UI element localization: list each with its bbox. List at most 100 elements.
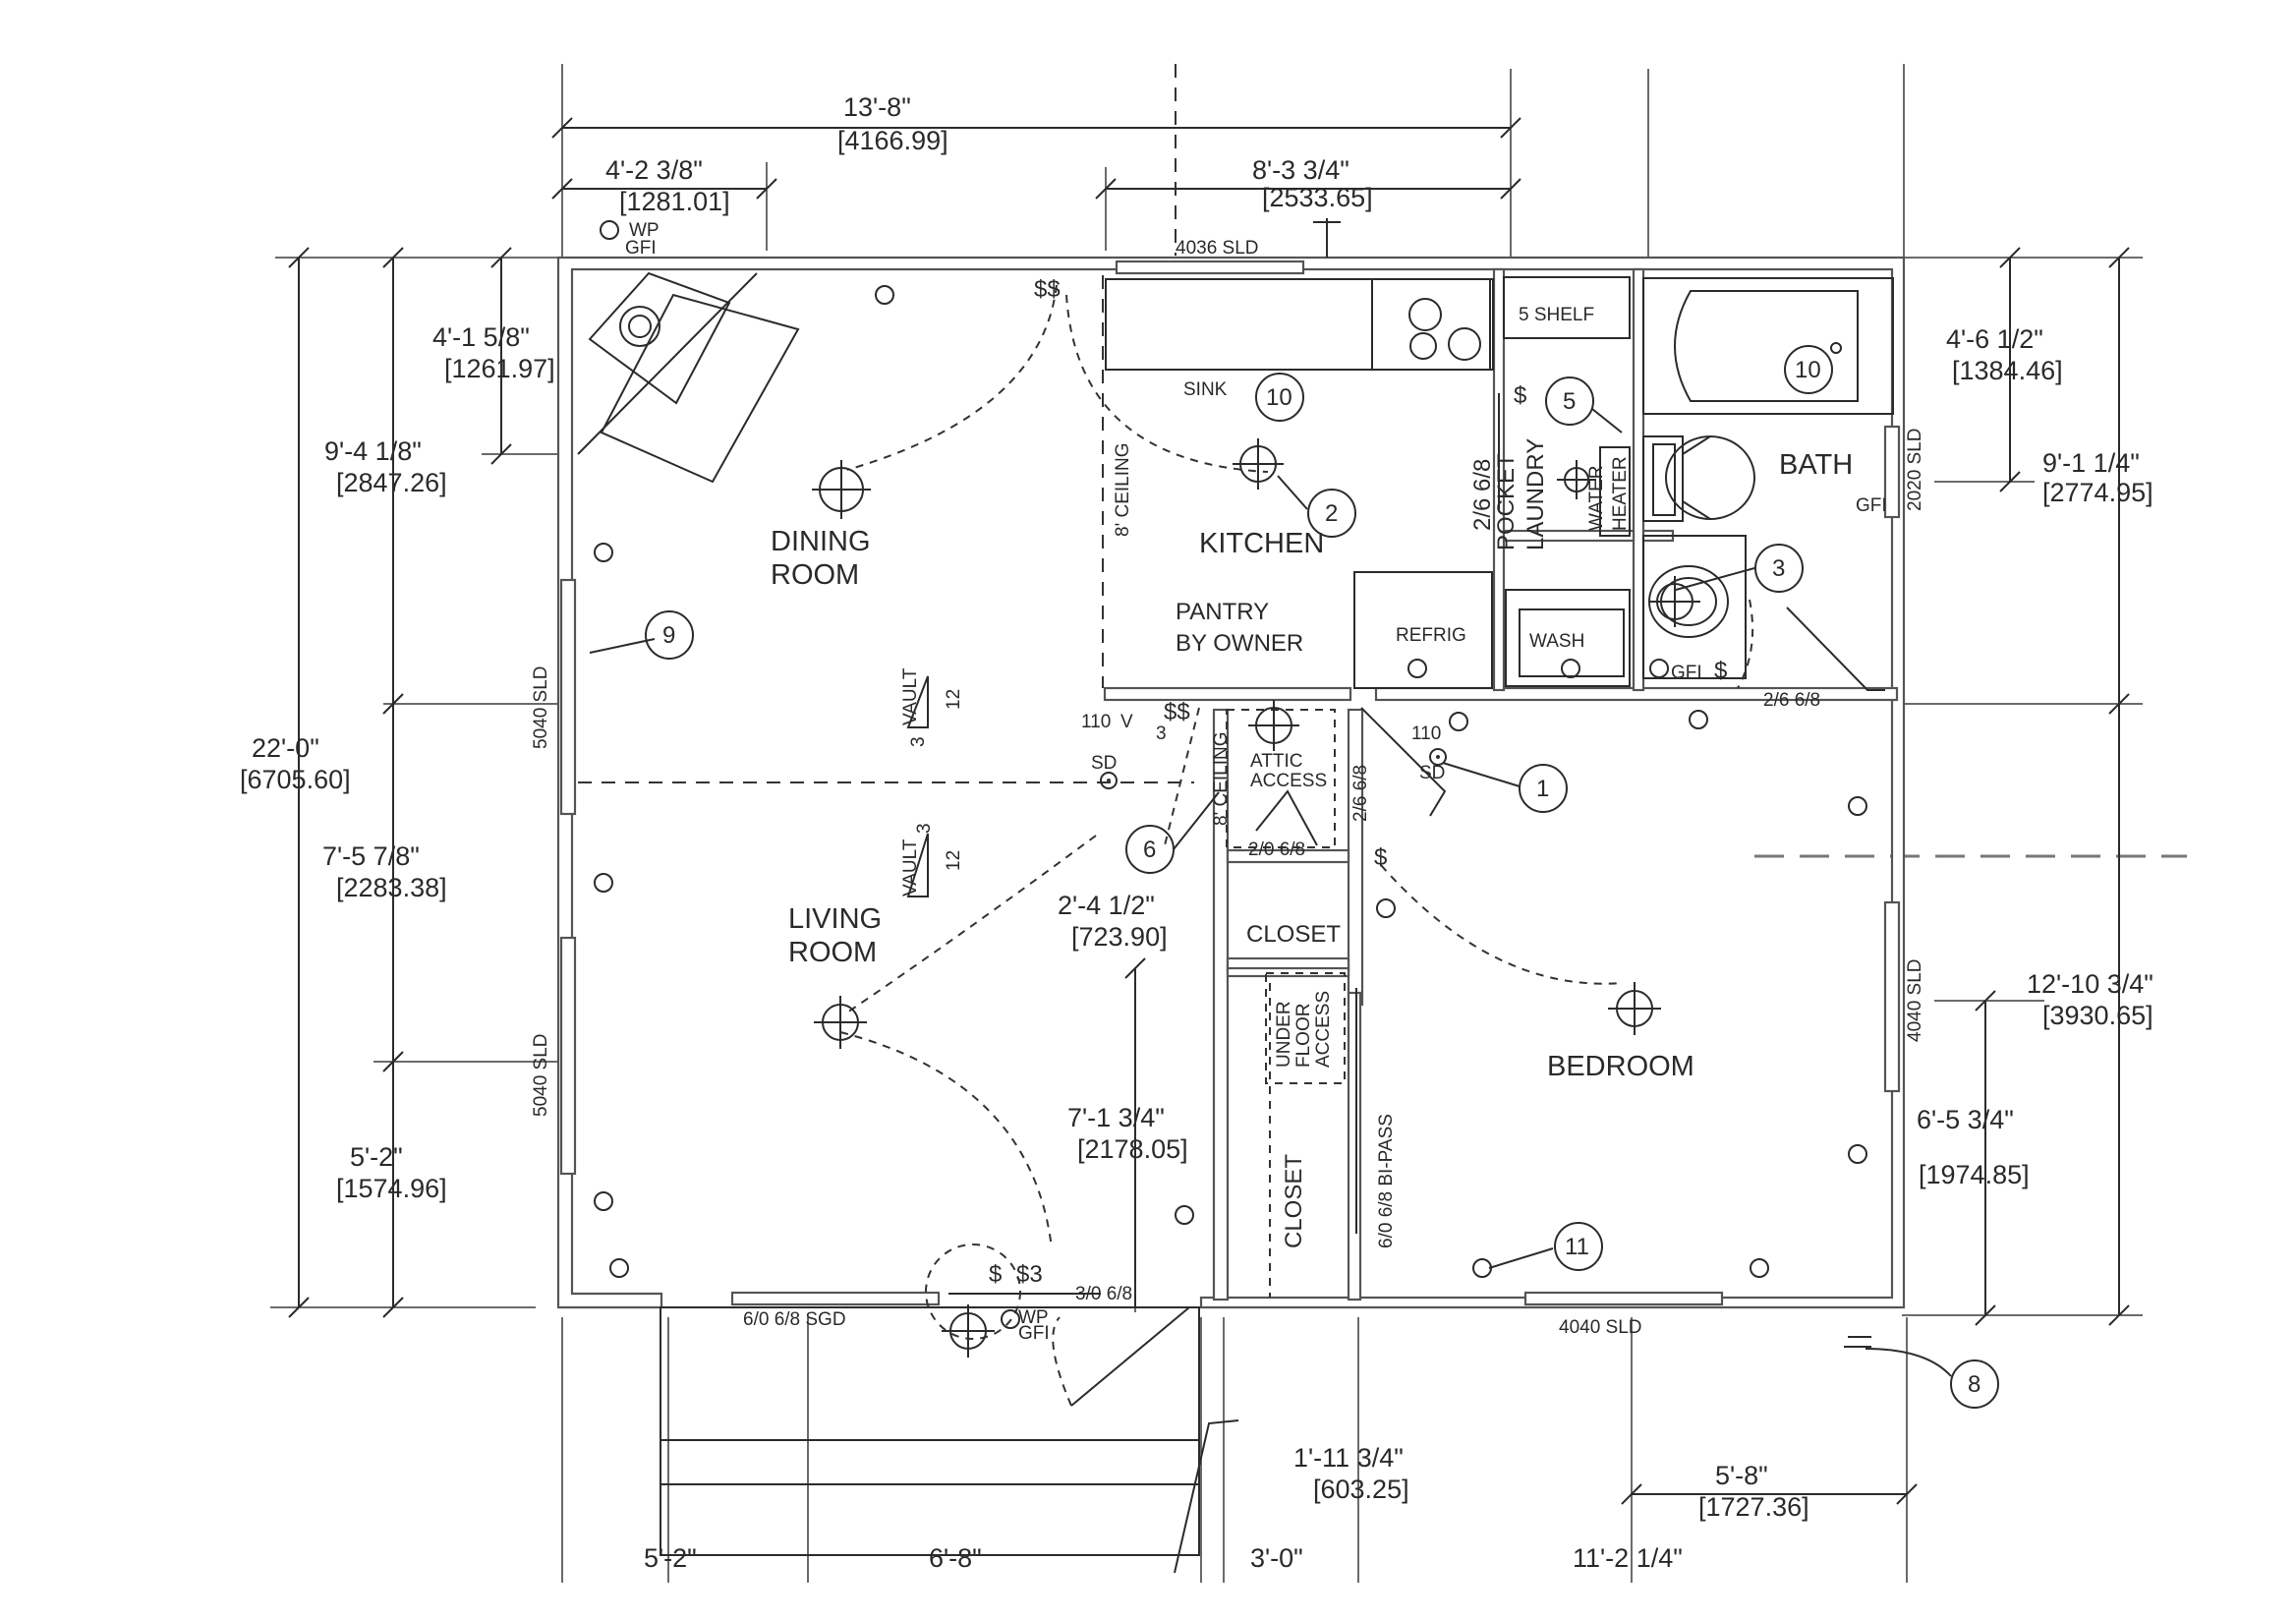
label-heater: HEATER	[1610, 456, 1631, 531]
callout-11-text: 11	[1565, 1234, 1589, 1260]
shelf	[1503, 276, 1631, 339]
bath-vanity	[1642, 535, 1747, 679]
label-wash: WASH	[1529, 631, 1584, 652]
dim-left-lower-mm: [1574.96]	[336, 1174, 447, 1203]
label-switch-entry2: $3	[1016, 1261, 1043, 1288]
room-living-line1: LIVING	[788, 903, 882, 935]
dim-left-mid-ft: 7'-5 7/8"	[322, 841, 420, 871]
label-win-bed-bottom: 4040 SLD	[1559, 1317, 1642, 1338]
callout-9	[645, 610, 694, 660]
dim-bottom-3: 3'-0"	[1250, 1543, 1303, 1573]
callout-3	[1754, 544, 1804, 593]
dim-top-left-mm: [1281.01]	[619, 187, 730, 216]
room-pantry-line1: PANTRY	[1176, 599, 1269, 625]
room-closet-large: CLOSET	[1281, 1154, 1307, 1248]
label-under-1: UNDER	[1274, 1001, 1294, 1068]
callout-1-text: 1	[1536, 776, 1549, 802]
callout-6	[1125, 825, 1175, 874]
dim-top-left-ft: 4'-2 3/8"	[605, 155, 703, 185]
dimension-text: 13'-8" [4166.99] 4'-2 3/8" [1281.01] 8'-…	[240, 92, 2153, 1573]
room-bath: BATH	[1779, 449, 1853, 481]
dim-bedroom-bottom-mm: [1727.36]	[1698, 1492, 1809, 1522]
callout-1	[1519, 764, 1568, 813]
vault-label-2: VAULT	[900, 839, 921, 897]
callout-6-text: 6	[1143, 837, 1156, 863]
dim-living-depth-mm: [2178.05]	[1077, 1134, 1188, 1164]
dim-bedroom-bottom-ft: 5'-8"	[1715, 1461, 1768, 1490]
label-water: WATER	[1586, 466, 1607, 532]
dim-stair-ft: 1'-11 3/4"	[1293, 1443, 1404, 1473]
dim-bottom-2: 6'-8"	[929, 1543, 982, 1573]
electrical-symbols	[812, 438, 1700, 1358]
label-under-2: FLOOR	[1293, 1004, 1314, 1068]
label-door-closet: 2/0 6/8	[1248, 839, 1305, 860]
dim-hall-mm: [723.90]	[1071, 922, 1168, 952]
callout-10-bath-text: 10	[1795, 357, 1821, 383]
room-closet-small: CLOSET	[1246, 921, 1341, 948]
label-sd-right: SD	[1419, 763, 1445, 783]
label-gfi-top: GFI	[625, 238, 657, 259]
dim-overall-width-ft: 13'-8"	[843, 92, 911, 122]
label-switch-hall: $$	[1164, 699, 1190, 725]
callout-9-text: 9	[662, 622, 675, 649]
label-attic-1: ATTIC	[1250, 751, 1302, 772]
label-v-left: V	[1120, 712, 1133, 732]
callout-8-text: 8	[1968, 1371, 1980, 1398]
dim-right-bath-ft: 9'-1 1/4"	[2042, 448, 2140, 478]
entry-stair	[660, 1306, 1200, 1556]
label-refrig: REFRIG	[1396, 625, 1466, 646]
label-win-left2: 5040 SLD	[531, 1033, 551, 1117]
label-switch-bath: $	[1714, 658, 1727, 684]
dim-left-mid-mm: [2283.38]	[336, 873, 447, 902]
toilet-tank	[1642, 435, 1684, 522]
stove-fixture	[588, 271, 731, 405]
vault-run-1: 12	[944, 689, 964, 710]
dim-left-dining-mm: [2847.26]	[336, 468, 447, 497]
label-gfi-bath: GFI	[1856, 495, 1887, 516]
label-switch-3: 3	[1156, 723, 1167, 744]
label-door-entry: 3/0 6/8	[1075, 1284, 1132, 1304]
dim-right-bedroom-lower-mm: [1974.85]	[1919, 1160, 2030, 1189]
dim-top-kitchen-ft: 8'-3 3/4"	[1252, 155, 1349, 185]
callout-3-text: 3	[1772, 555, 1785, 582]
dim-bottom-4: 11'-2 1/4"	[1573, 1543, 1683, 1573]
dim-left-upper-ft: 4'-1 5/8"	[432, 322, 530, 352]
dim-living-depth-ft: 7'-1 3/4"	[1067, 1103, 1165, 1132]
room-living-line2: ROOM	[788, 937, 877, 968]
label-pocket-door: 2/6 6/8	[1469, 459, 1496, 531]
label-ceiling-kitchen: 8' CEILING	[1113, 443, 1133, 538]
dim-right-bedroom-mm: [3930.65]	[2042, 1001, 2153, 1030]
dim-top-kitchen-mm: [2533.65]	[1262, 183, 1373, 212]
dim-left-upper-mm: [1261.97]	[444, 354, 555, 383]
extension-lines	[270, 64, 2187, 1583]
label-wp-top: WP	[629, 220, 660, 241]
door-swings	[839, 284, 1885, 1407]
dim-left-lower-ft: 5'-2"	[350, 1142, 403, 1172]
label-shelf: 5 SHELF	[1519, 305, 1594, 325]
label-ceiling-hall: 8' CEILING	[1211, 732, 1232, 827]
vault-rise-2: 3	[914, 823, 935, 834]
fixtures	[577, 271, 1894, 1556]
dim-overall-depth-mm: [6705.60]	[240, 765, 351, 794]
label-bipass: 6/0 6/8 BI-PASS	[1376, 1114, 1397, 1248]
label-attic-2: ACCESS	[1250, 771, 1327, 791]
room-dining-line2: ROOM	[771, 559, 859, 591]
callout-5-text: 5	[1563, 388, 1576, 415]
dim-right-bath-upper-ft: 4'-6 1/2"	[1946, 324, 2043, 354]
dimension-lines	[288, 117, 2130, 1574]
dim-right-bedroom-ft: 12'-10 3/4"	[2027, 969, 2153, 999]
label-win-bed-side: 4040 SLD	[1905, 958, 1925, 1042]
kitchen-counter	[1105, 278, 1494, 371]
callout-5	[1545, 376, 1594, 426]
outlets	[594, 220, 1867, 1329]
vault-rise-1: 3	[908, 736, 929, 747]
room-labels: DINING ROOM KITCHEN PANTRY BY OWNER LIVI…	[771, 449, 1853, 1248]
dim-right-bath-mm: [2774.95]	[2042, 478, 2153, 507]
dim-hall-ft: 2'-4 1/2"	[1058, 891, 1155, 920]
vault-markers: VAULT 3 12 VAULT 3 12	[900, 667, 964, 897]
water-heater	[1599, 446, 1631, 537]
label-110-left: 110	[1081, 712, 1111, 732]
label-win-top: 4036 SLD	[1176, 238, 1259, 259]
callout-8	[1950, 1360, 1999, 1409]
label-laundry: LAUNDRY	[1522, 438, 1549, 550]
